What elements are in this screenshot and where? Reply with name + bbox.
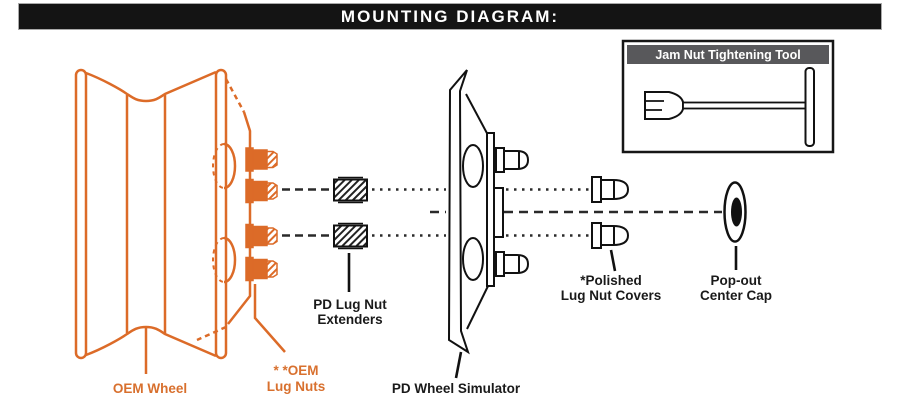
oem-wheel-label: OEM Wheel	[113, 381, 187, 396]
pd-lug-nut-extenders-drawing	[333, 176, 368, 292]
wheel-barrel-top	[85, 70, 217, 103]
simulator-skirt	[447, 69, 470, 355]
oem-lug-nuts-leader-line	[253, 284, 286, 353]
page-title: MOUNTING DIAGRAM:	[340, 6, 560, 26]
extenders-label-line1: PD Lug Nut	[313, 297, 387, 312]
center-cap-label-line1: Pop-out	[711, 273, 762, 288]
lug-nut-cover	[591, 222, 630, 249]
center-cap-inner	[731, 197, 742, 227]
simulator-stud	[495, 251, 530, 277]
tool-t-handle	[804, 67, 815, 147]
jam-nut-tool-box: Jam Nut Tightening Tool	[621, 39, 835, 154]
wheel-hand-hole-top	[223, 142, 237, 190]
title-bar: MOUNTING DIAGRAM:	[18, 3, 882, 30]
simulator-stud	[495, 147, 530, 173]
tool-socket	[644, 91, 684, 120]
tool-box-header	[627, 45, 829, 64]
center-cap-label-line2: Center Cap	[700, 288, 772, 303]
simulator-hand-hole-top	[462, 144, 484, 188]
oem-lug-nut	[245, 178, 278, 204]
pd-wheel-simulator-drawing	[447, 69, 530, 379]
wheel-left-lip	[74, 68, 88, 360]
wheel-right-lip	[214, 68, 228, 360]
oem-wheel-drawing	[74, 68, 286, 374]
simulator-hub	[493, 187, 504, 238]
simulator-face-plate	[486, 132, 495, 287]
pop-out-center-cap-drawing	[723, 181, 747, 270]
simulator-leader-line	[454, 351, 463, 379]
oem-lug-nuts-drawing	[245, 147, 278, 282]
jam-nut-tool-drawing	[644, 67, 815, 147]
tool-box-title: Jam Nut Tightening Tool	[655, 48, 800, 62]
lug-nut-cover	[591, 176, 630, 203]
alignment-guide-lines	[282, 188, 722, 237]
pd-wheel-simulator-label: PD Wheel Simulator	[392, 381, 521, 396]
polished-lug-nut-covers-drawing	[591, 176, 630, 272]
oem-lug-nut	[245, 147, 278, 172]
lug-nut-extender	[333, 224, 368, 248]
polished-covers-label-line1: *Polished	[580, 273, 642, 288]
polished-covers-label-line2: Lug Nut Covers	[561, 288, 662, 303]
simulator-hand-hole-bottom	[462, 237, 484, 281]
tool-shaft	[682, 101, 807, 110]
wheel-hand-hole-bottom	[223, 236, 237, 284]
oem-lug-nuts-label-line1: * *OEM	[273, 363, 318, 378]
oem-lug-nut	[245, 256, 278, 282]
wheel-barrel-bottom	[85, 325, 217, 358]
oem-lug-nut	[245, 223, 278, 249]
covers-leader-line	[609, 249, 617, 272]
extenders-label-line2: Extenders	[317, 312, 382, 327]
oem-lug-nuts-label-line2: Lug Nuts	[267, 379, 326, 394]
lug-nut-extender	[333, 178, 368, 202]
